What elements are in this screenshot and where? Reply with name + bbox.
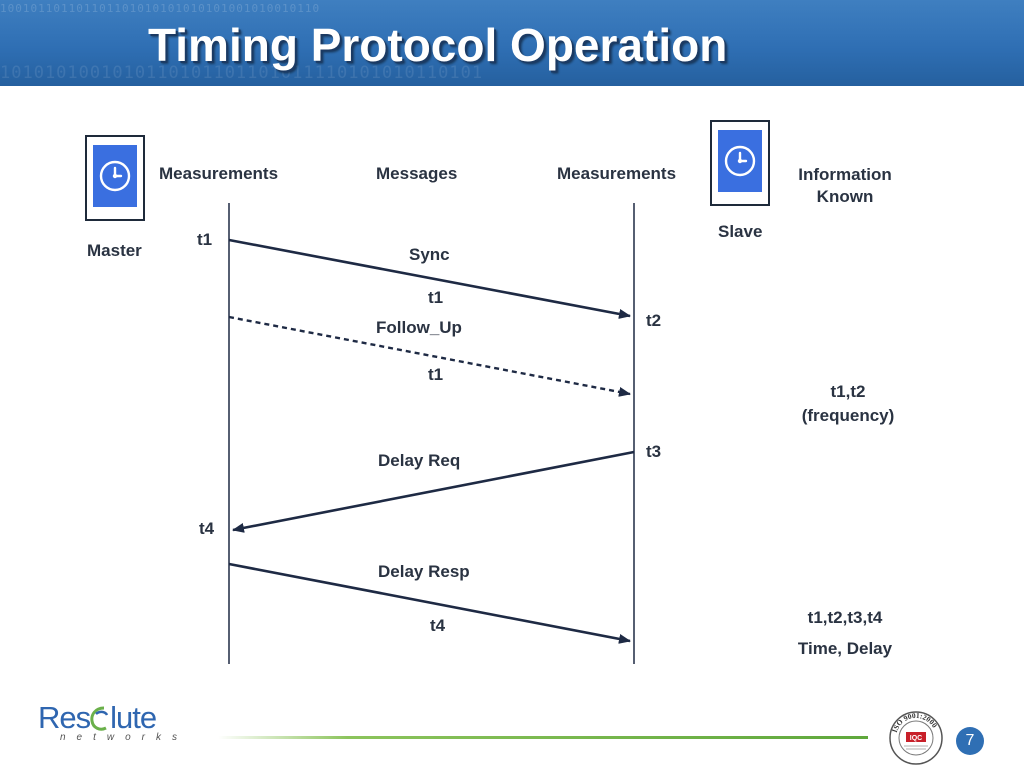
logo-subtitle: networks	[60, 732, 189, 743]
info-known-time-delay-values: t1,t2,t3,t4	[807, 608, 883, 627]
info-known-time-delay: t1,t2,t3,t4 Time, Delay	[770, 602, 920, 664]
binary-pattern: 1010101001010110101101101011110101010110…	[0, 63, 484, 83]
information-known-header: Information Known	[780, 164, 910, 208]
resolute-logo: Res lute networks	[38, 700, 218, 748]
slave-device	[710, 120, 770, 206]
delay-req-arrow	[232, 450, 635, 533]
logo-word-right: lute	[110, 700, 157, 735]
master-device	[85, 135, 145, 221]
messages-header: Messages	[376, 164, 458, 183]
information-known-line2: Known	[816, 187, 874, 206]
delay-resp-arrow	[228, 562, 631, 644]
timestamp-t4: t4	[199, 519, 215, 538]
clock-icon	[724, 145, 756, 177]
master-screen	[93, 145, 137, 207]
title-banner: 1001011011011011010101010101010010100101…	[0, 0, 1024, 86]
timestamp-t1: t1	[197, 230, 213, 249]
sync-arrow	[228, 238, 631, 319]
message-sync-label: Sync	[409, 245, 450, 264]
slave-screen	[718, 130, 762, 192]
message-delay-req-label: Delay Req	[378, 451, 461, 470]
info-known-time-delay-note: Time, Delay	[797, 639, 893, 658]
master-measurements-header: Measurements	[159, 164, 279, 183]
logo-swoosh	[90, 704, 110, 731]
slide-title: Timing Protocol Operation	[148, 19, 728, 71]
message-follow-up-label: Follow_Up	[376, 318, 462, 337]
page-number: 7	[956, 727, 984, 755]
info-known-frequency: t1,t2 (frequency)	[780, 380, 916, 428]
footer-divider	[218, 736, 868, 739]
clock-icon	[99, 160, 131, 192]
info-known-frequency-note: (frequency)	[801, 406, 895, 425]
timestamp-t3: t3	[646, 442, 662, 461]
logo-word-left: Res	[38, 700, 91, 735]
info-known-frequency-values: t1,t2	[830, 382, 866, 401]
iso-certification-seal: ISO 9001:2000 IQC	[889, 711, 943, 765]
timestamp-t2: t2	[646, 311, 662, 330]
svg-text:IQC: IQC	[910, 735, 922, 742]
information-known-line1: Information	[798, 165, 892, 184]
slave-measurements-header: Measurements	[557, 164, 677, 183]
slave-label: Slave	[718, 222, 763, 241]
message-follow-up-payload: t1	[428, 365, 444, 384]
binary-pattern: 1001011011011011010101010101010010100101…	[0, 2, 321, 15]
message-delay-resp-payload: t4	[430, 616, 446, 635]
message-delay-resp-label: Delay Resp	[378, 562, 470, 581]
message-sync-payload: t1	[428, 288, 444, 307]
master-label: Master	[87, 241, 142, 260]
